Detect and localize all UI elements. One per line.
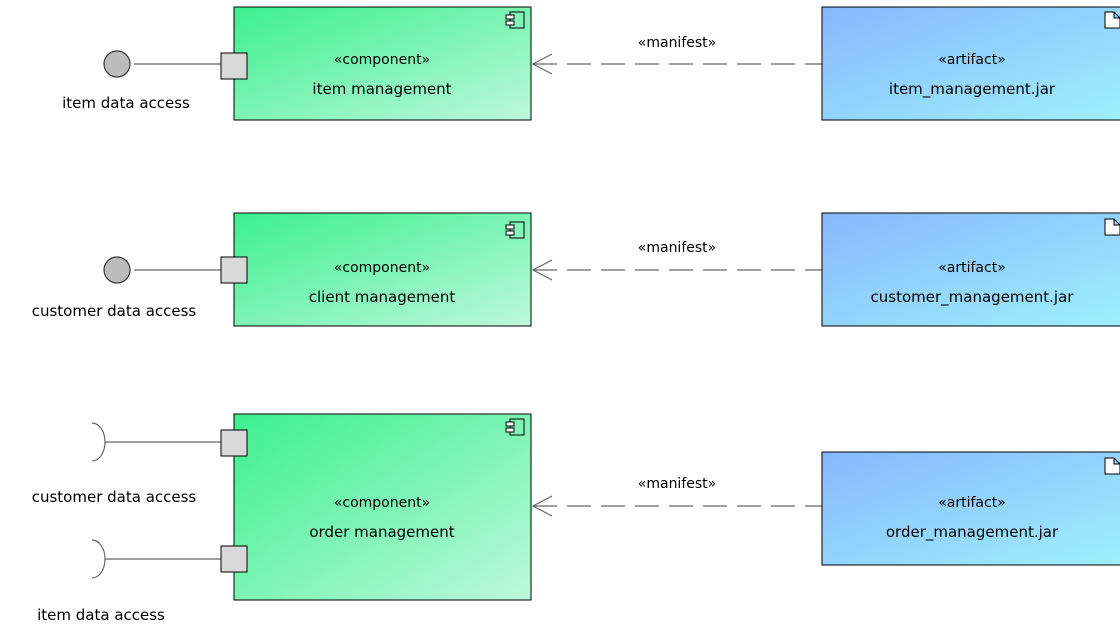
artifact-box[interactable] xyxy=(821,6,1120,121)
component-port[interactable] xyxy=(220,256,248,284)
component-icon xyxy=(505,418,525,436)
artifact-stereotype: «artifact» xyxy=(938,52,1006,68)
artifact-order-management-jar[interactable]: «artifact» order_management.jar xyxy=(821,451,1120,566)
artifact-stereotype: «artifact» xyxy=(938,495,1006,511)
artifact-box[interactable] xyxy=(821,212,1120,327)
component-port[interactable] xyxy=(220,52,248,80)
interface-label: item data access xyxy=(37,606,165,624)
dependency-arrowhead xyxy=(531,495,553,517)
component-item-management[interactable]: «component» item management xyxy=(233,6,532,121)
interface-label: customer data access xyxy=(32,488,197,506)
component-icon xyxy=(505,11,525,29)
component-client-management[interactable]: «component» client management xyxy=(233,212,532,327)
interface-label: customer data access xyxy=(32,302,197,320)
artifact-document-icon xyxy=(1104,457,1120,475)
dependency-label: «manifest» xyxy=(638,240,716,256)
required-interface-icon[interactable] xyxy=(91,422,106,462)
interface-label: item data access xyxy=(62,94,190,112)
component-box[interactable] xyxy=(233,413,532,601)
dependency-arrowhead xyxy=(531,53,553,75)
component-name: item management xyxy=(312,80,451,98)
provided-interface-icon[interactable] xyxy=(103,50,131,78)
component-stereotype: «component» xyxy=(334,52,430,68)
artifact-item-management-jar[interactable]: «artifact» item_management.jar xyxy=(821,6,1120,121)
component-port[interactable] xyxy=(220,429,248,457)
component-order-management[interactable]: «component» order management xyxy=(233,413,532,601)
component-stereotype: «component» xyxy=(334,260,430,276)
artifact-name: customer_management.jar xyxy=(871,288,1075,307)
component-stereotype: «component» xyxy=(334,495,430,511)
artifact-stereotype: «artifact» xyxy=(938,260,1006,276)
artifact-document-icon xyxy=(1104,11,1120,29)
component-port[interactable] xyxy=(220,545,248,573)
artifact-box[interactable] xyxy=(821,451,1120,566)
component-name: client management xyxy=(309,288,456,306)
component-name: order management xyxy=(309,523,454,541)
artifact-name: item_management.jar xyxy=(889,80,1056,99)
provided-interface-icon[interactable] xyxy=(103,256,131,284)
component-icon xyxy=(505,221,525,239)
artifact-name: order_management.jar xyxy=(886,523,1059,542)
dependency-label: «manifest» xyxy=(638,476,716,492)
required-interface-icon[interactable] xyxy=(91,539,106,579)
dependency-arrowhead xyxy=(531,259,553,281)
dependency-label: «manifest» xyxy=(638,35,716,51)
component-box[interactable] xyxy=(233,6,532,121)
artifact-customer-management-jar[interactable]: «artifact» customer_management.jar xyxy=(821,212,1120,327)
artifact-document-icon xyxy=(1104,218,1120,236)
component-box[interactable] xyxy=(233,212,532,327)
